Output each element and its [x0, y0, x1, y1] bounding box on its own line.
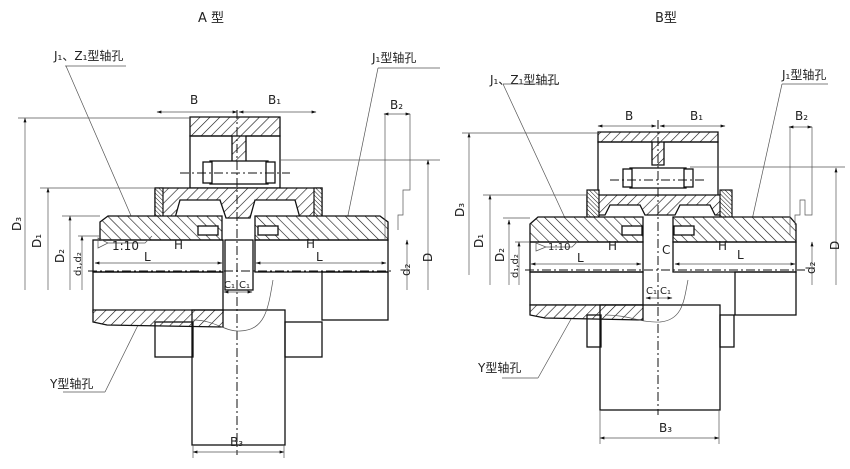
type-a-dim-C1-left: C₁ [224, 280, 235, 291]
type-b-dim-B1: B₁ [690, 109, 703, 123]
type-a-view: A 型 J₁、Z₁型轴孔 J₁型轴孔 Y型轴孔 [10, 11, 440, 458]
type-b-view: B型 J₁、Z₁型轴孔 J₁型轴孔 Y型轴孔 B B₁ [453, 11, 845, 444]
type-a-seal-left [154, 187, 164, 219]
type-a-dim-D2: D₂ [53, 249, 67, 263]
type-b-note-y-bore: Y型轴孔 [477, 360, 521, 375]
type-b-y-hub-left [529, 271, 644, 306]
type-a-hub-left [99, 215, 223, 241]
type-a-dim-D1: D₁ [30, 234, 44, 248]
type-b-bolt-nut [683, 168, 694, 188]
type-a-dim-L-left: L [144, 250, 151, 264]
type-b-leader-y [502, 311, 576, 379]
type-b-dim-d2: d₂ [804, 261, 818, 274]
type-a-dim-d1d2: d₁,d₂ [73, 252, 84, 276]
type-a-dim-B3: B₃ [230, 435, 243, 449]
type-b-extension-lines [462, 132, 845, 243]
type-b-dim-C1-right: C₁ [660, 286, 671, 297]
type-a-b3-extension [192, 445, 285, 458]
type-a-dim-B1: B₁ [268, 93, 281, 107]
type-a-leader-j1 [344, 67, 440, 231]
type-b-dim-H-right: H [718, 239, 727, 253]
type-b-dim-B: B [625, 109, 633, 123]
type-a-dim-L-right: L [316, 250, 323, 264]
type-a-note-j1-z1-bore: J₁、Z₁型轴孔 [53, 48, 123, 63]
type-a-flange [154, 187, 323, 219]
type-b-dim-H-left: H [608, 239, 617, 253]
type-a-y-hub-right [321, 271, 389, 321]
type-a-seal-right [313, 187, 323, 219]
type-b-seal-right [719, 189, 733, 221]
type-b-b2-profile [789, 127, 813, 235]
type-a-lower-flange-left [154, 321, 194, 358]
type-a-dim-d2: d₂ [399, 263, 413, 276]
type-b-pin-right [673, 225, 695, 236]
type-a-taper: 1:10 [112, 239, 139, 253]
type-a-note-y-bore: Y型轴孔 [49, 376, 93, 391]
type-a-title: A 型 [198, 11, 224, 26]
type-a-leader-y [63, 314, 144, 393]
type-b-lower-flange-left [586, 314, 602, 348]
type-a-note-j1-bore: J₁型轴孔 [371, 50, 416, 65]
type-b-dim-C1-left: C₁ [646, 286, 657, 297]
type-a-break-line [192, 279, 274, 332]
type-a-dim-D: D [421, 253, 435, 262]
type-b-leader-j1-z1 [502, 83, 566, 219]
type-b-leader-j1 [751, 83, 828, 221]
type-a-hub-right [254, 215, 389, 241]
type-a-pin-left [197, 225, 219, 236]
type-b-dim-C: C [662, 243, 670, 257]
type-b-break-line [604, 279, 689, 323]
type-b-dim-B3: B₃ [659, 421, 672, 435]
type-a-extension-lines [18, 117, 440, 237]
type-a-y-hub-hatch [92, 309, 224, 328]
type-b-dim-d1d2: d₁,d₂ [510, 254, 521, 278]
type-b-bore-left [529, 241, 644, 273]
type-a-pin-right [257, 225, 279, 236]
type-a-dim-H-left: H [174, 238, 183, 252]
type-b-dim-D: D [828, 241, 842, 250]
type-b-title: B型 [655, 11, 677, 26]
type-b-hub-left [529, 216, 644, 243]
type-b-note-j1-bore: J₁型轴孔 [781, 67, 826, 82]
type-b-seal-left [586, 189, 600, 221]
type-b-sleeve-lower [599, 304, 721, 411]
type-b-dim-D2: D₂ [493, 248, 507, 262]
type-a-dim-B2: B₂ [390, 98, 403, 112]
type-a-lower-flange-right [284, 321, 323, 358]
type-a-dim-C1-right: C₁ [239, 280, 250, 291]
type-a-dim-D3: D₃ [10, 217, 24, 231]
type-a-spacer [224, 239, 254, 291]
type-b-b3-extension [599, 410, 720, 444]
type-b-dim-D3: D₃ [453, 203, 467, 217]
type-a-sleeve-lower [191, 309, 286, 446]
type-a-b2-profile [384, 114, 411, 240]
type-b-taper: 1:10 [548, 242, 570, 253]
type-a-dim-H-right: H [306, 237, 315, 251]
type-b-pin-left [621, 225, 643, 236]
type-b-hub-right [672, 216, 797, 243]
type-b-bolt-head [622, 168, 633, 188]
type-b-dim-B2: B₂ [795, 109, 808, 123]
type-b-taper-symbol [535, 240, 579, 252]
type-b-bore-right [672, 241, 797, 273]
type-b-dim-L-right: L [737, 248, 744, 262]
type-b-note-j1-z1-bore: J₁、Z₁型轴孔 [489, 72, 559, 87]
type-b-y-hub-right [734, 271, 797, 316]
type-a-taper-symbol [97, 235, 153, 249]
type-a-dim-B: B [190, 93, 198, 107]
type-b-dim-L-left: L [577, 251, 584, 265]
type-a-y-hub-left [92, 271, 224, 313]
type-b-lower-flange-right [719, 314, 735, 348]
type-a-leader-j1-z1 [65, 65, 133, 219]
type-b-dim-D1: D₁ [472, 234, 486, 248]
